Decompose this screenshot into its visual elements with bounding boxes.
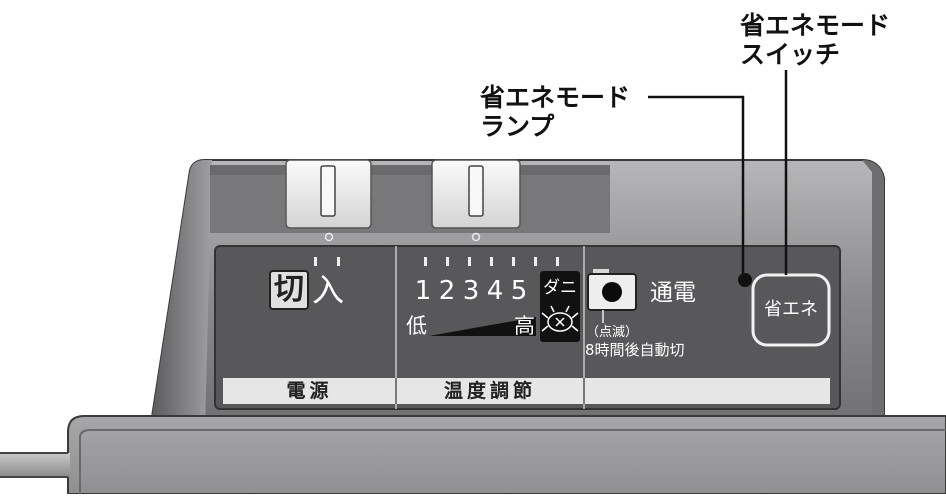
power-lamp-tab <box>593 269 609 275</box>
callout-eco-switch-line1: 省エネモード <box>740 11 891 40</box>
temp-low-label: 低 <box>406 314 427 338</box>
callout-eco-lamp: 省エネモード ランプ <box>480 83 630 141</box>
slider-recess <box>210 165 610 233</box>
power-lamp-label: 通電 <box>650 280 696 306</box>
label-strip <box>223 378 830 404</box>
eco-button-label: 省エネ <box>764 299 818 320</box>
power-on-label: 入 <box>312 271 345 309</box>
mite-mode-box <box>540 271 580 342</box>
base-tray <box>67 415 946 495</box>
eco-lamp-dot <box>738 273 752 287</box>
eco-button[interactable]: 省エネ <box>753 275 829 345</box>
temp-scale-5: 5 <box>510 276 528 306</box>
leader-lines <box>648 70 788 275</box>
callout-eco-switch-line2: スイッチ <box>740 40 841 69</box>
power-lamp-dot <box>602 282 622 302</box>
power-lamp-note-auto-off: 8時間後自動切 <box>585 341 685 359</box>
callout-eco-switch: 省エネモード スイッチ <box>740 11 890 69</box>
eco-button-frame <box>751 273 831 347</box>
temperature-slider-knob <box>431 159 521 229</box>
power-slider-knob <box>285 159 372 229</box>
power-section-label: 電源 <box>286 380 333 402</box>
power-cord <box>0 453 70 477</box>
off-position-box <box>269 270 309 310</box>
casing-left-side <box>150 160 212 430</box>
casing-right-side <box>862 160 884 430</box>
temp-high-label: 高 <box>514 314 535 338</box>
mite-icon <box>541 305 579 332</box>
callout-eco-lamp-line2: ランプ <box>480 112 555 141</box>
power-lamp-note-blink: （点滅） <box>586 325 639 340</box>
temp-scale-2: 2 <box>438 276 456 306</box>
temperature-section-label: 温度調節 <box>443 380 536 402</box>
temp-scale-1: 1 <box>414 276 432 306</box>
temperature-wedge <box>429 317 536 336</box>
callout-eco-lamp-line1: 省エネモード <box>480 83 631 112</box>
temp-scale-4: 4 <box>486 276 504 306</box>
temp-scale-3: 3 <box>462 276 480 306</box>
mite-label: ダニ <box>543 278 577 298</box>
power-off-label: 切 <box>274 272 304 307</box>
